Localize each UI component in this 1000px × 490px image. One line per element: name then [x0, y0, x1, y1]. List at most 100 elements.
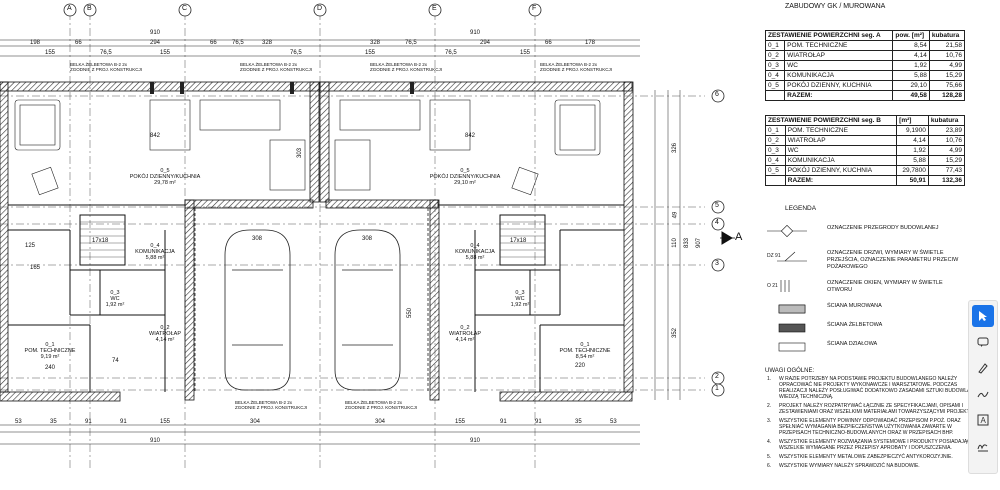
misc-dim: 842 [150, 133, 161, 139]
dim-bottom: 91 [120, 419, 127, 425]
dim-top2: 155 [365, 50, 376, 56]
masonry-wall-icon [778, 304, 806, 314]
garage-dim: 308 [252, 236, 263, 242]
misc-dim: 303 [297, 147, 304, 159]
misc-dim: 550 [407, 307, 414, 319]
dim-top2: 155 [45, 50, 56, 56]
dim-top: 294 [480, 40, 491, 46]
misc-dim: 240 [45, 365, 56, 371]
misc-dim: 74 [112, 358, 119, 364]
misc-dim: 165 [30, 265, 41, 271]
dim-top2: 76,5 [100, 50, 112, 56]
dim-bottom: 91 [85, 419, 92, 425]
dim-top: 76,5 [405, 40, 417, 46]
dim-bottom: 53 [15, 419, 22, 425]
dim-bottom: 53 [610, 419, 617, 425]
table-b-col-vol: kubatura [927, 115, 966, 126]
dim-top2: 76,5 [290, 50, 302, 56]
sign-icon[interactable] [972, 435, 994, 457]
table-b-col-area: [m²] [896, 115, 929, 126]
right-panel: ZABUDOWY GK / MUROWANA ZESTAWIENIE POWIE… [764, 0, 1000, 490]
dim-top: 66 [75, 40, 82, 46]
misc-dim: 125 [25, 243, 36, 249]
dim-right: 352 [672, 327, 679, 339]
axis-label-2: 2 [715, 373, 719, 380]
axis-label-1: 1 [715, 385, 719, 392]
axis-label-e: E [432, 5, 437, 12]
dim-top: 198 [30, 40, 41, 46]
dim-bottom: 155 [160, 419, 171, 425]
dim-bottom: 35 [50, 419, 57, 425]
dim-910-bottom: 910 [470, 438, 481, 444]
dim-top2: 155 [160, 50, 171, 56]
note-item: 2.PROJEKT NALEŻY ROZPATRYWAĆ ŁĄCZNIE ZE … [767, 403, 981, 415]
notes-title: UWAGI OGÓLNE: [765, 368, 815, 374]
note-item: 5.WSZYSTKIE ELEMENTY METALOWE ZABEZPIECZ… [767, 454, 953, 460]
window-symbol-icon [780, 280, 790, 292]
area-table-b: ZESTAWIENIE POWIERZCHNI seg. B[m²]kubatu… [764, 115, 966, 186]
dim-top2: 76,5 [445, 50, 457, 56]
dim-bottom: 304 [250, 419, 261, 425]
annotation-toolbar: A [968, 300, 998, 474]
door-symbol-icon [777, 251, 807, 262]
axis-label-c: C [182, 5, 188, 12]
axis-label-b: B [87, 5, 92, 12]
dim-right: 833 [684, 237, 691, 249]
note-item: 4.WSZYSTKIE ELEMENTY ROZWIĄZANIA SYSTEMO… [767, 439, 975, 451]
floor-plan-drawing [0, 3, 735, 470]
dim-bottom: 91 [500, 419, 507, 425]
dim-right: 110 [671, 238, 678, 248]
dim-top: 66 [210, 40, 217, 46]
table-a-title: ZESTAWIENIE POWIERZCHNI seg. A [764, 30, 894, 41]
dim-top: 178 [585, 40, 596, 46]
axis-label-4: 4 [715, 219, 719, 226]
misc-dim: 220 [575, 363, 586, 369]
dim-top: 328 [370, 40, 381, 46]
section-mark: A [735, 231, 743, 243]
dim-910-right: 910 [470, 30, 481, 36]
dim-bottom: 91 [535, 419, 542, 425]
dim-top: 328 [262, 40, 273, 46]
axis-label-5: 5 [715, 202, 719, 209]
table-a-col-vol: kubatura [928, 30, 966, 41]
dim-bottom: 304 [375, 419, 386, 425]
axis-label-6: 6 [715, 91, 719, 98]
comment-icon[interactable] [972, 331, 994, 353]
cursor-icon[interactable] [972, 305, 994, 327]
text-icon[interactable]: A [972, 409, 994, 431]
svg-text:A: A [981, 416, 987, 425]
highlight-icon[interactable] [972, 357, 994, 379]
stair-label: 17x18 [92, 238, 109, 244]
misc-dim: 842 [465, 133, 476, 139]
dim-910-bottom: 910 [150, 438, 161, 444]
dim-right: 49 [672, 211, 679, 219]
note-item: 3.WSZYSTKIE ELEMENTY POWINNY ODPOWIADAĆ … [767, 418, 961, 436]
partition-wall-icon [778, 342, 806, 352]
dim-top2: 155 [520, 50, 531, 56]
table-a-col-area: pow. [m²] [892, 30, 930, 41]
draw-icon[interactable] [972, 383, 994, 405]
axis-label-d: D [317, 5, 323, 12]
